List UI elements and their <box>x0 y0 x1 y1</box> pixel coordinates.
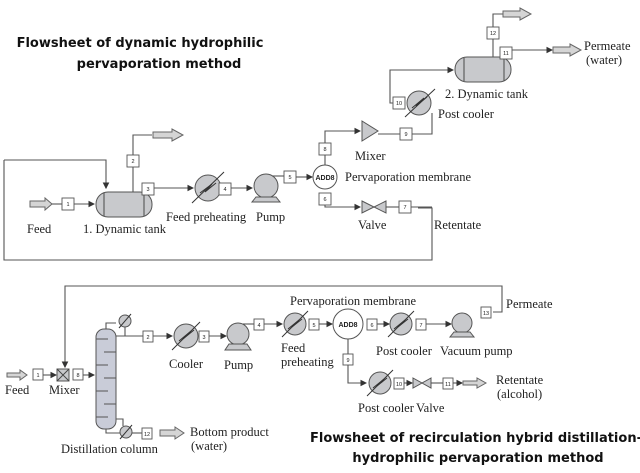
diagram2-title-line2: hydrophilic pervaporation method <box>352 451 603 466</box>
mixer-icon <box>361 120 379 142</box>
svg-text:10: 10 <box>396 382 402 388</box>
retentate2-arrow-icon <box>462 377 488 389</box>
column-label: Distillation column <box>61 442 159 456</box>
vacuum-pump-icon <box>451 312 473 334</box>
stream2-12 <box>141 427 153 440</box>
tank2-label: 2. Dynamic tank <box>445 87 529 101</box>
stream2-13 <box>480 306 492 319</box>
svg-text:2: 2 <box>131 159 134 165</box>
svg-text:1: 1 <box>66 202 69 208</box>
mixer-label: Mixer <box>355 149 386 163</box>
feed-arrow-icon <box>29 196 53 212</box>
mixer2-label: Mixer <box>49 383 80 397</box>
feed2-arrow-icon <box>6 369 28 381</box>
stream2-9 <box>342 353 354 366</box>
vacuum-pump-label: Vacuum pump <box>440 344 513 358</box>
svg-text:5: 5 <box>312 323 315 329</box>
svg-text:3: 3 <box>146 187 149 193</box>
post-cooler-label: Post cooler <box>438 107 495 121</box>
feed-preheating2-label-line1: Feed <box>281 341 306 355</box>
svg-text:11: 11 <box>445 382 451 388</box>
vent-arrow-icon <box>502 7 533 21</box>
svg-text:5: 5 <box>288 175 291 181</box>
permeate-label-line2: (water) <box>586 53 622 67</box>
feed-preheating2-label-line2: preheating <box>281 355 335 369</box>
svg-text:12: 12 <box>490 31 496 37</box>
valve-icon <box>361 200 387 214</box>
svg-text:8: 8 <box>76 373 79 379</box>
permeate-arrow-icon <box>552 43 583 57</box>
vapor-out-arrow-icon <box>152 128 185 142</box>
permeate-label-line1: Permeate <box>584 39 631 53</box>
stream-3 <box>141 182 155 196</box>
svg-text:4: 4 <box>257 323 260 329</box>
stream-9 <box>399 127 413 141</box>
tank1-label: 1. Dynamic tank <box>83 222 167 236</box>
dynamic-tank-2 <box>454 56 512 83</box>
svg-text:2: 2 <box>146 335 149 341</box>
svg-text:12: 12 <box>144 432 150 438</box>
valve2-label: Valve <box>416 401 445 415</box>
diagram1-title-line2: pervaporation method <box>77 57 242 72</box>
svg-text:9: 9 <box>346 358 349 364</box>
valve2-icon <box>412 377 432 389</box>
bottom-product-arrow-icon <box>159 426 185 440</box>
dynamic-tank-1 <box>95 191 153 218</box>
recycle-line <box>4 159 110 190</box>
recycle-line-left <box>3 160 147 261</box>
permeate2-label: Permeate <box>506 297 553 311</box>
feed-label: Feed <box>27 222 52 236</box>
stream-4 <box>218 182 232 196</box>
retentate2-label-line2: (alcohol) <box>497 387 542 401</box>
bottom-product-label-line1: Bottom product <box>190 425 269 439</box>
permeate-recycle-line <box>64 285 503 366</box>
retentate2-label-line1: Retentate <box>496 373 544 387</box>
svg-text:1: 1 <box>36 373 39 379</box>
stream-8 <box>318 142 332 156</box>
distillation-column <box>95 328 117 430</box>
post-cooler2b-label: Post cooler <box>358 401 415 415</box>
svg-text:4: 4 <box>223 187 226 193</box>
stream-2 <box>126 154 140 168</box>
membrane2-label: Pervaporation membrane <box>290 294 416 308</box>
svg-text:ADD8: ADD8 <box>338 322 357 329</box>
svg-text:13: 13 <box>483 311 489 317</box>
feed2-label: Feed <box>5 383 30 397</box>
svg-text:7: 7 <box>403 205 406 211</box>
diagram-dynamic-pervaporation: Flowsheet of dynamic hydrophilic pervapo… <box>3 7 631 261</box>
feed-preheating-label: Feed preheating <box>166 210 247 224</box>
svg-text:8: 8 <box>323 147 326 153</box>
svg-text:ADD8: ADD8 <box>315 175 334 182</box>
pump-icon <box>253 173 279 199</box>
membrane-label: Pervaporation membrane <box>345 170 471 184</box>
svg-text:3: 3 <box>202 335 205 341</box>
svg-text:11: 11 <box>503 51 509 57</box>
pump2-label: Pump <box>224 358 253 372</box>
valve-label: Valve <box>358 218 387 232</box>
stream-11 <box>499 46 513 60</box>
diagram-hybrid-distillation-pervaporation: Feed 1 Mixer 8 Distillation column 2 <box>5 285 640 466</box>
svg-text:6: 6 <box>323 197 326 203</box>
svg-text:6: 6 <box>370 323 373 329</box>
bottom-product-label-line2: (water) <box>191 439 227 453</box>
pump2-icon <box>226 322 250 346</box>
svg-text:7: 7 <box>419 323 422 329</box>
retentate-label: Retentate <box>434 218 482 232</box>
diagram2-title-line1: Flowsheet of recirculation hybrid distil… <box>310 431 640 446</box>
post-cooler2a-label: Post cooler <box>376 344 433 358</box>
svg-text:9: 9 <box>404 132 407 138</box>
diagram1-title-line1: Flowsheet of dynamic hydrophilic <box>17 36 264 51</box>
stream-12 <box>486 26 500 40</box>
svg-text:10: 10 <box>396 101 402 107</box>
cooler-label: Cooler <box>169 357 204 371</box>
retentate-return-line <box>147 207 433 261</box>
pump-label: Pump <box>256 210 285 224</box>
